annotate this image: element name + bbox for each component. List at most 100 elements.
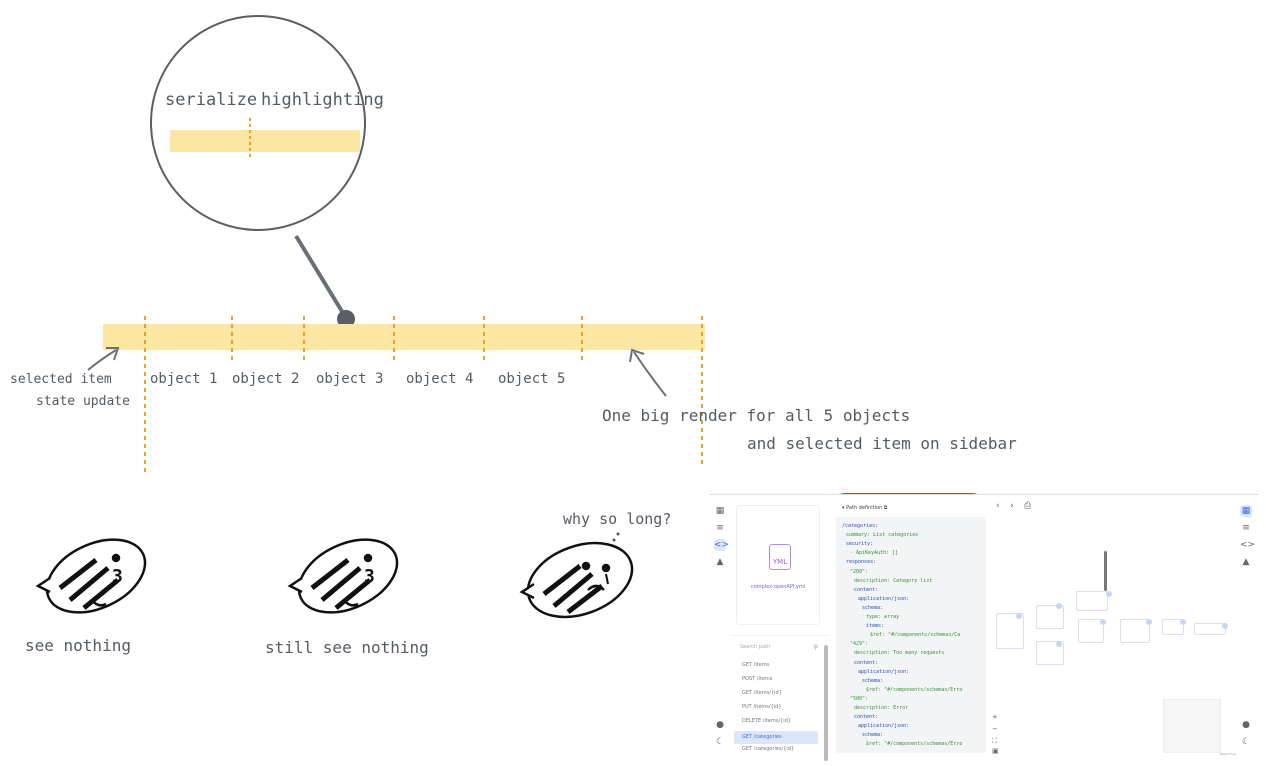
code-line: content: — [854, 714, 879, 721]
yml-file-icon: YML — [769, 544, 791, 570]
right-note-line-1: One big render for all 5 objects — [602, 406, 911, 425]
graph-node[interactable] — [1036, 605, 1064, 629]
code-line: description: Category list — [854, 577, 933, 584]
lock-icon[interactable]: ▣ — [992, 747, 999, 755]
magnifier-knob — [337, 310, 355, 328]
magnifier-lens — [150, 15, 366, 231]
code-line: "500": — [850, 695, 869, 702]
app-screenshot: ▦ ≡ <> ▲ ● ☾ YML complex-openAPI.yml Sea… — [710, 494, 1258, 761]
graph-node[interactable] — [1120, 619, 1150, 643]
code-line: security: — [846, 541, 874, 548]
timeline-ticks — [144, 316, 703, 472]
code-line: items: — [866, 623, 885, 630]
route-item[interactable]: GET /items/{id} — [742, 690, 782, 696]
graph-node[interactable] — [1078, 619, 1104, 643]
search-placeholder: Search path — [740, 644, 771, 650]
info-icon[interactable]: ● — [1242, 720, 1250, 730]
code-line: description: Error — [854, 705, 909, 711]
graph-icon[interactable]: ▦ — [1240, 505, 1252, 517]
path-definition-panel: ▾ Path definition ⧉ /categories: summary:… — [836, 501, 1107, 761]
left-arrow — [87, 349, 117, 371]
magnifier-label-left: serialize — [165, 90, 258, 110]
left-note-line-2: state update — [36, 394, 130, 409]
fit-view-icon[interactable]: ⛶ — [992, 737, 997, 745]
zoom-out-icon[interactable]: − — [992, 725, 998, 733]
graph-node[interactable] — [1162, 619, 1184, 635]
graph-node[interactable] — [1194, 623, 1226, 635]
code-line: $ref: "#/components/schemas/Erro — [866, 741, 963, 748]
face-glyph-2: 3 — [364, 566, 375, 587]
object-label-2: object 2 — [232, 371, 300, 387]
object-label-3: object 3 — [316, 371, 384, 387]
character-1 — [35, 538, 147, 614]
minimap[interactable] — [1163, 699, 1221, 753]
left-note-line-1: selected item — [10, 372, 112, 387]
code-block: /categories: summary: List categories secu… — [836, 517, 986, 753]
code-line: description: Too many requests — [854, 650, 945, 657]
panel-title: Path definition — [846, 505, 883, 511]
code-scrollbar[interactable] — [1104, 551, 1107, 591]
object-label-4: object 4 — [406, 371, 474, 387]
graph-icon[interactable]: ▦ — [715, 506, 725, 516]
code-line: responses: — [846, 559, 877, 566]
route-item-selected[interactable]: GET /categories — [734, 731, 818, 744]
route-item[interactable]: DELETE /items/{id} — [742, 718, 791, 724]
magnifier-label-right: highlighting — [261, 90, 384, 110]
code-line: content: — [854, 659, 879, 666]
info-icon[interactable]: ● — [716, 720, 724, 730]
code-line: schema: — [862, 604, 884, 611]
code-line: type: array — [866, 614, 900, 620]
object-label-5: object 5 — [498, 371, 566, 387]
code-line: $ref: "#/components/schemas/Erro — [866, 686, 963, 693]
code-line: application/json: — [858, 668, 910, 675]
timeline-bar — [103, 324, 705, 350]
caption-still-see-nothing: still see nothing — [265, 638, 429, 657]
object-label-1: object 1 — [150, 371, 218, 387]
forward-arrow-icon[interactable]: › — [1010, 501, 1014, 511]
code-line: content: — [854, 586, 879, 593]
search-path-input[interactable]: Search path ⚲ — [740, 644, 820, 656]
code-line: "429": — [850, 641, 869, 648]
route-item[interactable]: PUT /items/{id} — [742, 704, 782, 710]
character-3 — [519, 541, 634, 619]
layers-icon[interactable]: ≡ — [716, 523, 724, 533]
code-line: application/json: — [858, 595, 910, 602]
route-item[interactable]: GET /items — [742, 662, 770, 668]
code-line: application/json: — [858, 723, 910, 730]
route-item[interactable]: POST /items — [742, 676, 773, 682]
right-arrow — [633, 351, 667, 397]
code-line: schema: — [862, 677, 884, 684]
caption-see-nothing: see nothing — [25, 636, 131, 655]
layers-icon[interactable]: ≡ — [1242, 523, 1250, 533]
code-line: schema: — [862, 732, 884, 739]
code-line: "200": — [850, 568, 869, 575]
magnifier-handle — [294, 234, 348, 320]
path-sidebar: Search path ⚲ GET /items POST /items GET… — [732, 635, 828, 761]
print-icon[interactable]: ⎙ — [1024, 501, 1032, 511]
magnifier-highlight-bar — [170, 130, 360, 152]
warning-icon[interactable]: ▲ — [716, 557, 724, 567]
theme-moon-icon[interactable]: ☾ — [715, 737, 725, 747]
zoom-in-icon[interactable]: + — [992, 713, 998, 721]
graph-node[interactable] — [1076, 591, 1108, 611]
sidebar-scrollbar[interactable] — [824, 645, 828, 761]
panel-header: ▾ Path definition ⧉ — [842, 505, 888, 511]
character-2 — [287, 538, 399, 614]
code-line: /categories: — [842, 523, 879, 529]
back-arrow-icon[interactable]: ‹ — [996, 501, 1000, 511]
warning-icon[interactable]: ▲ — [1242, 557, 1250, 567]
right-note-line-2: and selected item on sidebar — [747, 434, 1017, 453]
code-line: summary: List categories — [846, 532, 919, 539]
face-glyph-1: 3 — [112, 566, 123, 587]
route-item[interactable]: GET /categories/{id} — [742, 746, 795, 752]
graph-node[interactable] — [996, 613, 1024, 649]
left-rail: ▦ ≡ <> ▲ ● ☾ — [710, 495, 730, 761]
thought-why-so-long: why so long? — [563, 510, 672, 528]
search-icon: ⚲ — [813, 644, 818, 651]
code-line: $ref: "#/components/schemas/Ca — [870, 632, 961, 639]
file-card[interactable]: YML complex-openAPI.yml — [736, 505, 820, 625]
theme-moon-icon[interactable]: ☾ — [1241, 737, 1251, 747]
code-icon[interactable]: <> — [1240, 540, 1256, 550]
code-icon[interactable]: <> — [714, 539, 730, 551]
minimap-attribution[interactable]: React Flow — [1220, 752, 1237, 756]
